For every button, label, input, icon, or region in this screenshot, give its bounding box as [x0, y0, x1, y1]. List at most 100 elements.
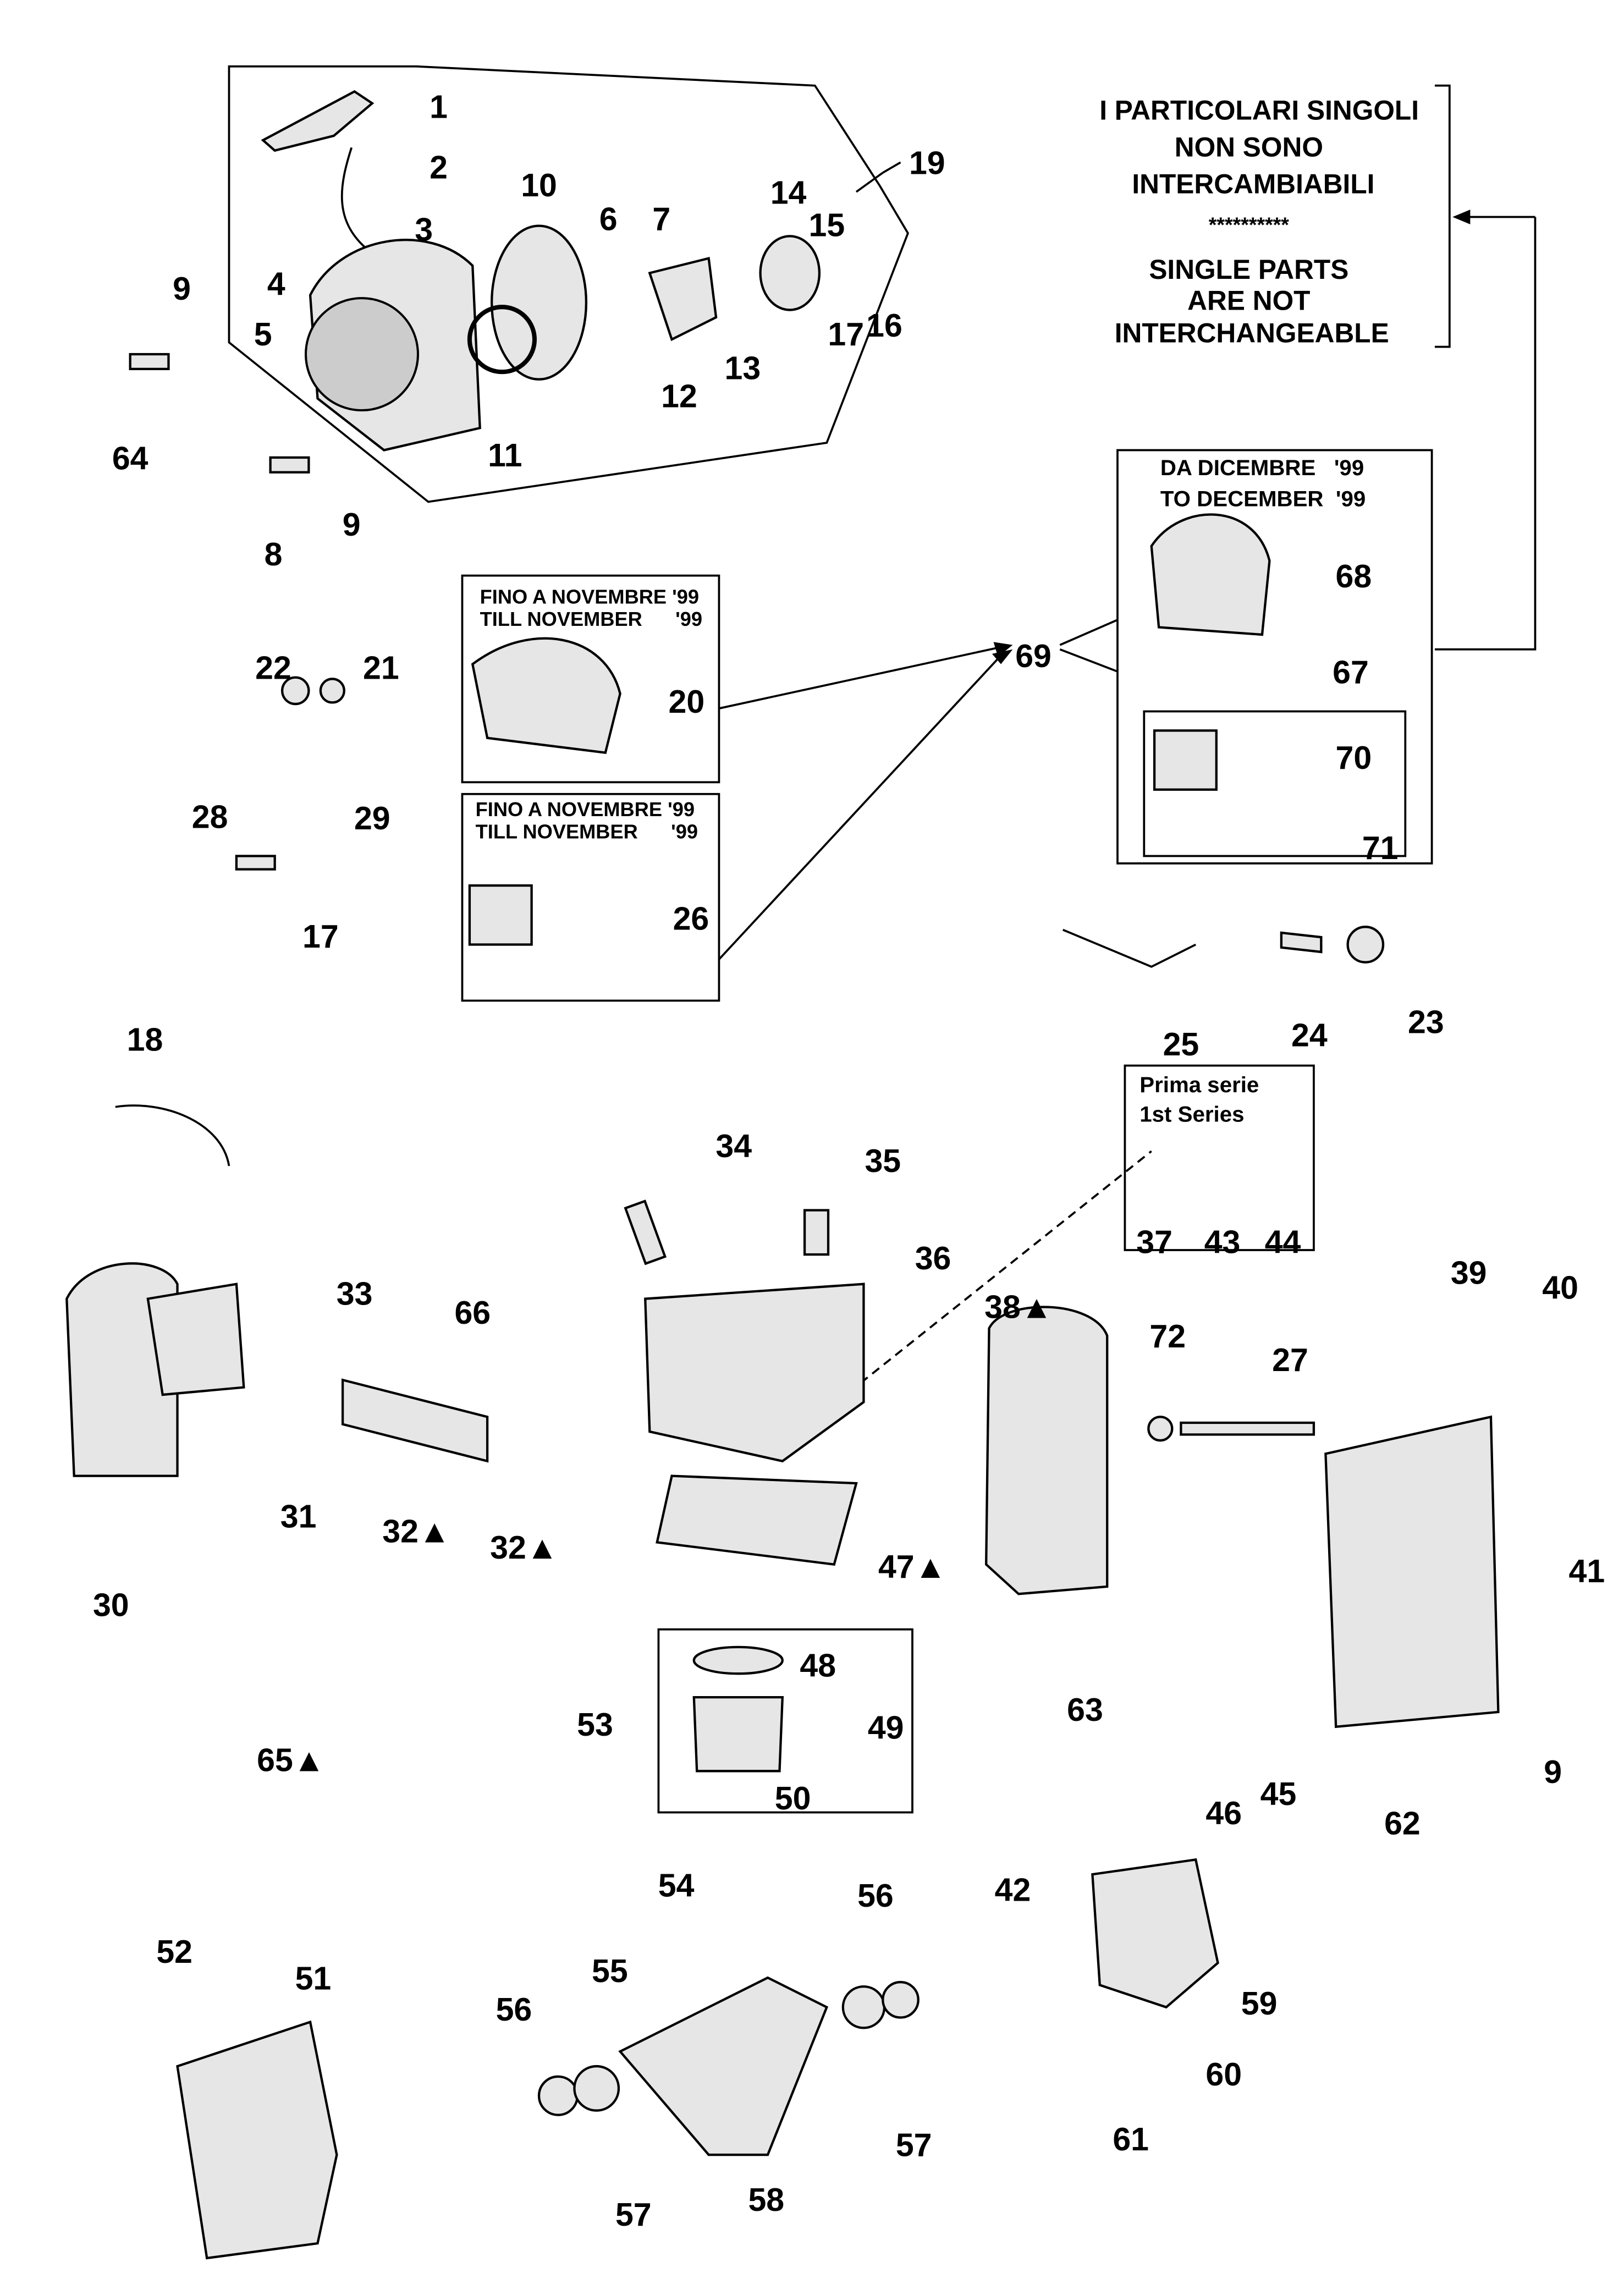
cylinder-gasket — [656, 1474, 858, 1566]
muffler-bolt — [1180, 1421, 1315, 1436]
screw — [129, 353, 170, 371]
pawl — [648, 256, 718, 342]
part-number-label: 34 — [715, 1128, 752, 1164]
part-number-label: 71 — [1362, 830, 1399, 866]
starter-group-outline — [228, 65, 910, 503]
part-number-label: 24 — [1291, 1017, 1328, 1054]
box-piston-group — [657, 1628, 913, 1814]
note-line: INTERCAMBIABILI — [1132, 169, 1374, 200]
flywheel-old — [471, 637, 621, 755]
part-number-label: 56 — [496, 1991, 532, 2028]
part-number-label: 50 — [775, 1780, 811, 1817]
part-number-label: 9 — [173, 271, 191, 307]
part-number-label: 7 — [652, 201, 670, 238]
note-line: NON SONO — [1175, 131, 1323, 162]
arrow-head — [992, 649, 1013, 664]
part-number-label: 28 — [192, 799, 228, 835]
part-number-label: 52 — [156, 1934, 192, 1970]
part-number-label: 51 — [295, 1960, 332, 1996]
box-from-dec-99 — [1116, 449, 1433, 865]
part-number-label: 11 — [488, 437, 522, 474]
part-number-label: 57 — [615, 2197, 652, 2233]
box-title: TILL NOVEMBER '99 — [476, 820, 698, 843]
switch — [1280, 931, 1323, 954]
part-number-label: 9 — [1544, 1754, 1562, 1790]
part-number-label: 16 — [866, 307, 902, 344]
box-title: TILL NOVEMBER '99 — [480, 608, 702, 630]
note-line: I PARTICOLARI SINGOLI — [1099, 95, 1419, 125]
note-bracket — [1434, 84, 1451, 348]
bearing — [573, 2065, 620, 2112]
muffler-cover — [1324, 1415, 1500, 1729]
part-number-label: 27 — [1272, 1342, 1308, 1378]
box-first-series — [1124, 1064, 1315, 1251]
ignition-coil-old — [468, 884, 533, 946]
leader-line — [855, 161, 901, 193]
part-number-label: 32▲ — [490, 1529, 558, 1566]
piston-ring — [692, 1645, 784, 1675]
part-number-label: 54 — [658, 1867, 695, 1903]
part-number-label: 9 — [343, 507, 361, 543]
part-number-label: 49 — [868, 1709, 904, 1746]
part-number-label: 53 — [577, 1707, 613, 1743]
box-until-nov-99-b — [461, 792, 720, 1002]
part-number-label: 26 — [673, 901, 709, 937]
part-number-label: 67 — [1333, 654, 1369, 691]
washer — [1147, 1416, 1174, 1442]
interchangeability-note: I PARTICOLARI SINGOLI NON SONO INTERCAMB… — [1099, 84, 1537, 651]
part-number-label: 19 — [909, 145, 945, 181]
part-number-label: 42 — [995, 1872, 1031, 1908]
part-number-label: 6 — [599, 201, 618, 238]
part-number-label: 37 — [1136, 1224, 1172, 1260]
part-number-label: 45 — [1260, 1776, 1297, 1812]
part-number-label: 23 — [1408, 1004, 1444, 1041]
part-number-label: 1 — [430, 89, 448, 125]
piston — [692, 1696, 784, 1773]
part-number-label: 25 — [1163, 1026, 1199, 1063]
part-number-label: 30 — [93, 1587, 129, 1623]
part-number-label: 41 — [1569, 1553, 1605, 1589]
part-number-label: 29 — [354, 800, 390, 836]
friction-plate — [759, 235, 821, 311]
part-number-label: 66 — [454, 1295, 491, 1331]
part-number-label: 56 — [857, 1878, 894, 1914]
part-number-label: 22 — [255, 650, 291, 686]
part-number-label: 44 — [1265, 1224, 1301, 1260]
dashed-leader — [860, 1150, 1152, 1384]
pulley — [491, 224, 588, 381]
part-number-label: 12 — [661, 378, 697, 415]
starter-rope — [340, 147, 370, 252]
screw — [235, 855, 276, 871]
part-number-label: 58 — [748, 2182, 784, 2218]
part-number-label: 63 — [1067, 1692, 1103, 1728]
throttle-cable — [115, 1104, 230, 1166]
washer — [319, 678, 345, 704]
wire — [1062, 928, 1197, 968]
note-line: INTERCHANGEABLE — [1115, 318, 1389, 349]
switch-nut — [1346, 926, 1385, 964]
part-number-label: 17 — [828, 316, 864, 353]
part-number-label: 46 — [1205, 1795, 1242, 1831]
note-line: ARE NOT — [1187, 285, 1310, 316]
part-number-label: 55 — [592, 1953, 628, 1989]
spark-plug — [624, 1199, 667, 1265]
part-number-label: 68 — [1336, 558, 1372, 595]
ignition-coil-new — [1153, 729, 1218, 791]
box-title: FINO A NOVEMBRE '99 — [480, 586, 699, 608]
cylinder-screw — [803, 1209, 830, 1256]
part-number-label: 18 — [127, 1022, 163, 1058]
part-number-label: 20 — [669, 684, 705, 720]
part-number-label: 15 — [809, 207, 845, 243]
part-number-label: 57 — [896, 2127, 932, 2164]
part-number-label: 4 — [267, 266, 285, 302]
part-number-label: 33 — [337, 1275, 373, 1312]
part-number-label: 65▲ — [257, 1742, 325, 1778]
part-number-label: 17 — [302, 918, 339, 955]
part-number-label: 40 — [1542, 1270, 1578, 1306]
part-number-label: 59 — [1241, 1985, 1278, 2022]
part-number-label: 70 — [1336, 740, 1372, 776]
part-number-label: 47▲ — [878, 1549, 946, 1585]
part-number-label: 62 — [1384, 1806, 1421, 1842]
carburettor — [146, 1283, 245, 1396]
